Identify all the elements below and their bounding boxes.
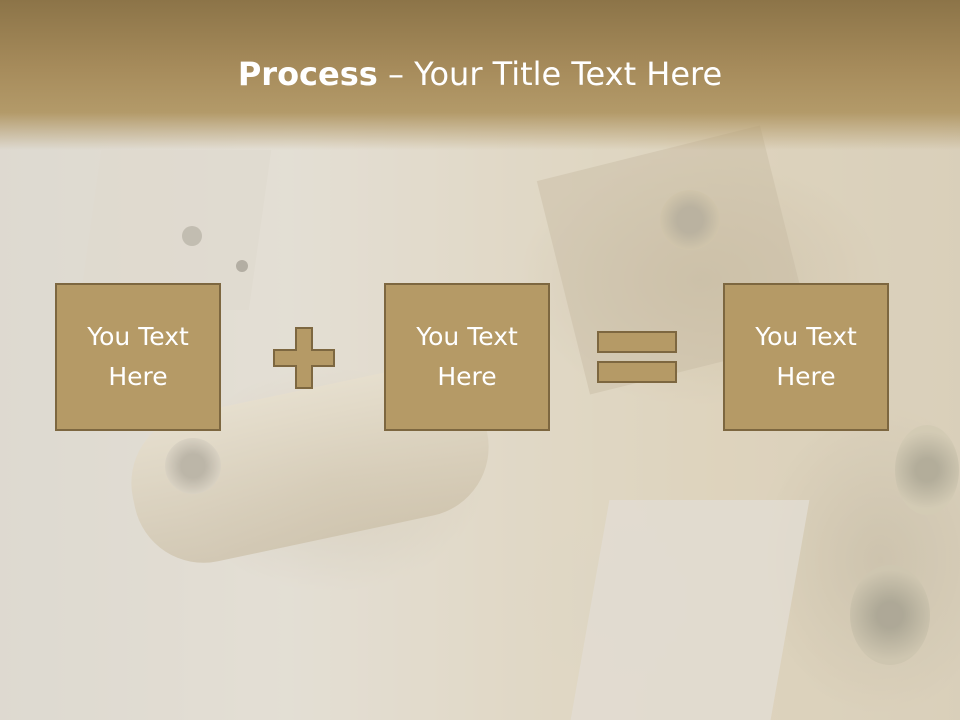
title-bold: Process <box>237 55 378 93</box>
text-box-line2: Here <box>108 362 168 391</box>
text-box-3[interactable]: You Text Here <box>723 283 889 431</box>
text-box-line1: You Text <box>755 322 857 351</box>
text-box-content: You Text Here <box>416 317 518 397</box>
text-box-line2: Here <box>776 362 836 391</box>
text-box-2[interactable]: You Text Here <box>384 283 550 431</box>
text-box-line1: You Text <box>416 322 518 351</box>
text-box-content: You Text Here <box>755 317 857 397</box>
equals-icon[interactable] <box>597 330 677 386</box>
text-box-1[interactable]: You Text Here <box>55 283 221 431</box>
title-band <box>0 0 960 150</box>
text-box-line1: You Text <box>87 322 189 351</box>
text-box-content: You Text Here <box>87 317 189 397</box>
title-dash: – <box>377 55 415 93</box>
text-box-line2: Here <box>437 362 497 391</box>
plus-icon[interactable] <box>272 326 336 390</box>
slide-title[interactable]: Process – Your Title Text Here <box>0 52 960 96</box>
title-text: Your Title Text Here <box>414 55 723 93</box>
